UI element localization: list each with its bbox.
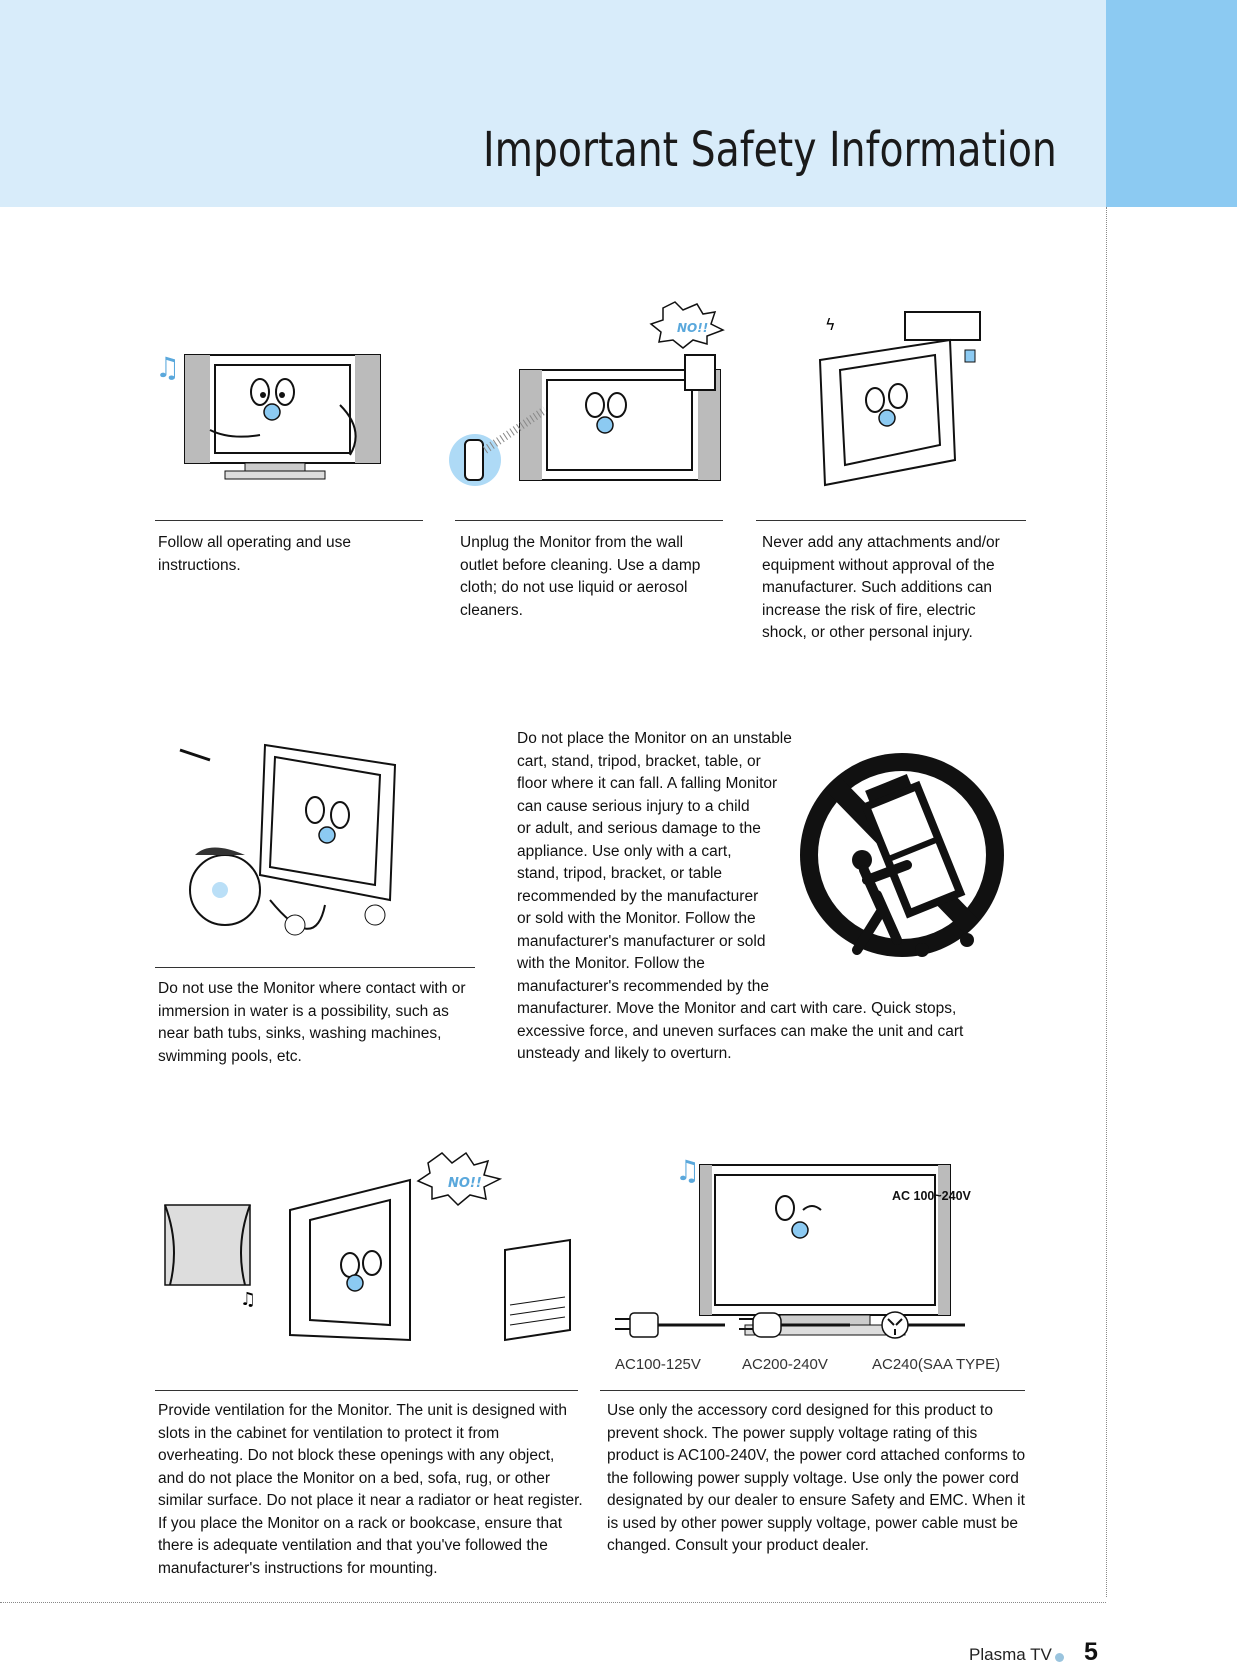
instruction-unplug-cleaning: Unplug the Monitor from the wall outlet … — [460, 534, 701, 619]
instruction-unstable-cart: Do not place the Monitor on an unstable … — [517, 730, 964, 1062]
plug-label-ac240-saa: AC240(SAA TYPE) — [872, 1356, 1001, 1373]
illustration-tv-spray-cleaner: NO!! — [449, 301, 725, 486]
horizontal-dotted-border — [0, 1602, 1106, 1603]
instruction-no-attachments: Never add any attachments and/or equipme… — [762, 534, 1000, 641]
svg-text:ϟ: ϟ — [825, 315, 836, 334]
svg-text:NO!!: NO!! — [677, 321, 708, 335]
no-badge: NO!! — [649, 301, 725, 349]
power-plug-icons — [615, 1311, 965, 1339]
cart-tip-over-warning-symbol — [800, 753, 1004, 957]
divider — [455, 520, 723, 521]
illustration-tv-happy: ♫ — [155, 351, 381, 480]
divider — [756, 520, 1026, 521]
illustration-tv-power-cords: ♫ AC 100~240V — [675, 1154, 972, 1336]
illustration-tv-ventilation: NO!! ♫ — [164, 1151, 571, 1342]
instruction-ventilation: Provide ventilation for the Monitor. The… — [158, 1402, 583, 1577]
divider — [155, 1390, 578, 1391]
vertical-dotted-border — [1106, 207, 1107, 1597]
illustration-tv-attachments: ϟ — [818, 311, 981, 487]
side-tab — [1106, 0, 1237, 207]
plug-label-ac200-240v: AC200-240V — [742, 1356, 828, 1373]
header-band — [0, 0, 1106, 207]
footer-product-label: Plasma TV — [969, 1645, 1052, 1664]
svg-text:♫: ♫ — [155, 351, 180, 384]
footer-bullet — [1055, 1653, 1064, 1662]
illustration-tv-water — [179, 743, 397, 936]
page-number: 5 — [1084, 1638, 1098, 1666]
page-title: Important Safety Information — [483, 122, 1057, 178]
svg-text:♫: ♫ — [675, 1154, 700, 1187]
divider — [600, 1390, 1025, 1391]
no-badge: NO!! — [416, 1151, 503, 1207]
instruction-follow-operating: Follow all operating and use instruction… — [158, 534, 352, 574]
svg-text:NO!!: NO!! — [448, 1176, 482, 1191]
instruction-no-water: Do not use the Monitor where contact wit… — [158, 980, 466, 1065]
divider — [155, 520, 423, 521]
instruction-power-cord: Use only the accessory cord designed for… — [607, 1402, 1026, 1554]
voltage-label: AC 100~240V — [892, 1189, 972, 1203]
divider — [155, 967, 475, 968]
svg-text:♫: ♫ — [240, 1289, 256, 1310]
plug-label-ac100-125v: AC100-125V — [615, 1356, 701, 1373]
